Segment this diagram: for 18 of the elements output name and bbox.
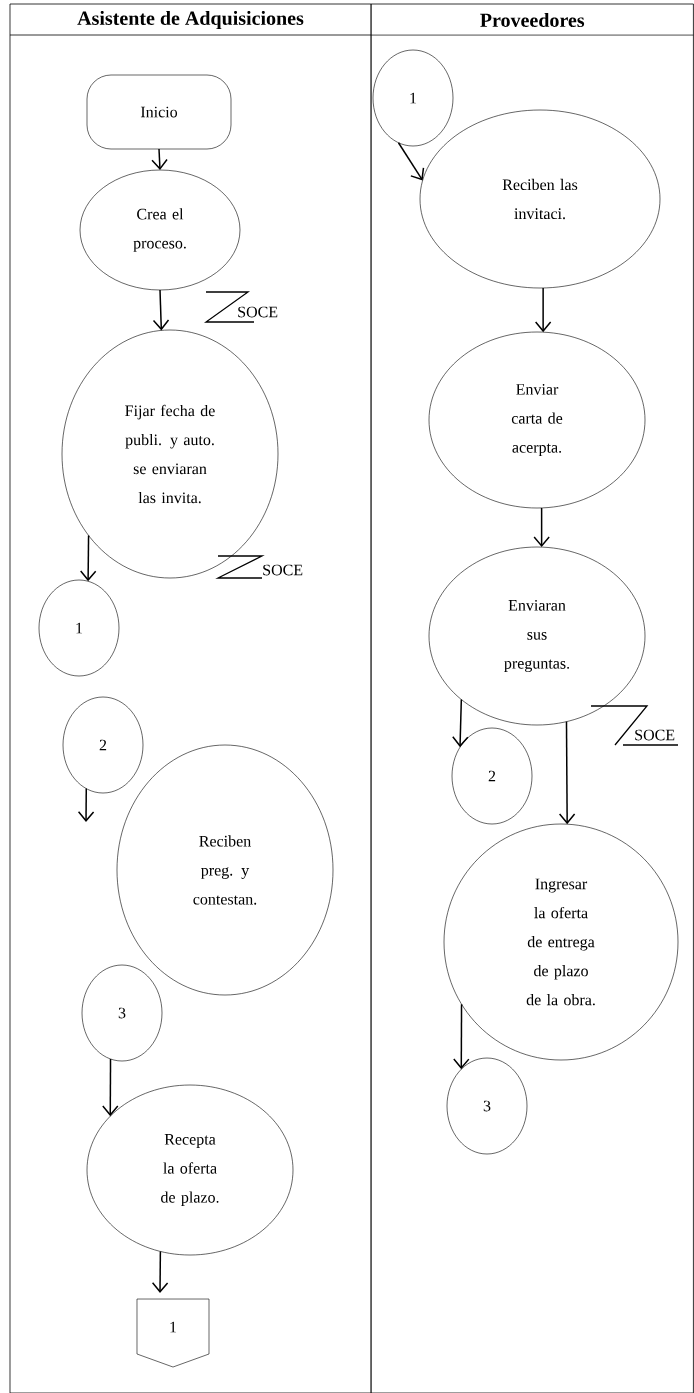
- off-page-connector: 1: [136, 1298, 210, 1368]
- arrow: [151, 148, 168, 170]
- terminator-box: Inicio: [86, 74, 232, 150]
- arrow: [102, 1058, 119, 1117]
- arrow: [533, 507, 550, 548]
- arrow: [453, 1003, 470, 1070]
- lane-header: Asistente de Adquisiciones: [77, 10, 304, 30]
- arrow: [397, 141, 425, 181]
- arrow: [79, 534, 97, 582]
- arrow: [77, 787, 95, 822]
- arrow: [452, 698, 469, 748]
- swimlane: [370, 3, 694, 1393]
- arrow: [152, 289, 170, 331]
- arrow: [558, 720, 576, 825]
- arrow: [151, 1250, 169, 1294]
- lane-header: Proveedores: [480, 12, 585, 28]
- arrow: [534, 287, 552, 333]
- swimlane: [9, 3, 372, 1393]
